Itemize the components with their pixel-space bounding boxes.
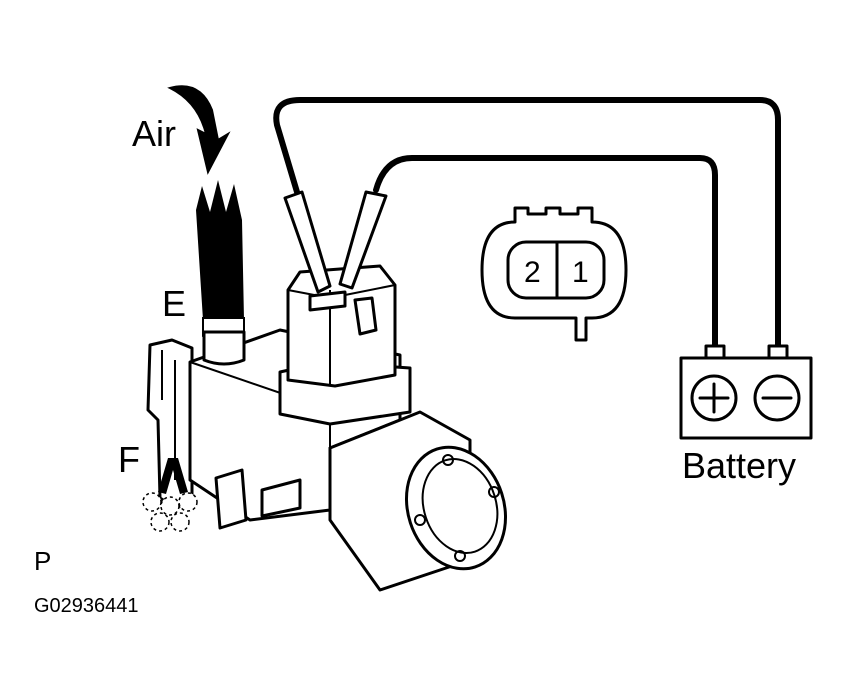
battery-label: Battery bbox=[682, 445, 796, 486]
pin-1-label: 1 bbox=[572, 256, 589, 289]
view-label: P bbox=[34, 546, 51, 576]
air-hose bbox=[196, 180, 245, 341]
lead-wire-inner bbox=[373, 155, 718, 353]
air-label: Air bbox=[132, 113, 176, 154]
curved-arrow-icon bbox=[167, 85, 231, 175]
connector-face-view: 2 1 bbox=[480, 206, 628, 342]
probe-left bbox=[283, 190, 332, 294]
exhaust-puffs bbox=[142, 458, 198, 532]
lead-wire-outer bbox=[273, 97, 781, 353]
probe-right bbox=[338, 190, 388, 290]
port-e-label: E bbox=[162, 283, 186, 324]
test-probes bbox=[283, 190, 388, 294]
pin-2-label: 2 bbox=[524, 256, 541, 289]
port-e-nipple bbox=[202, 330, 246, 366]
figure-id: G02936441 bbox=[34, 595, 139, 617]
port-f-label: F bbox=[118, 439, 140, 480]
battery bbox=[679, 344, 813, 440]
test-leads bbox=[273, 97, 781, 353]
air-flow-arrow bbox=[167, 85, 231, 175]
mounting-bracket bbox=[146, 338, 194, 510]
vsv-connector bbox=[278, 264, 412, 426]
solenoid-cylinder bbox=[328, 410, 508, 592]
